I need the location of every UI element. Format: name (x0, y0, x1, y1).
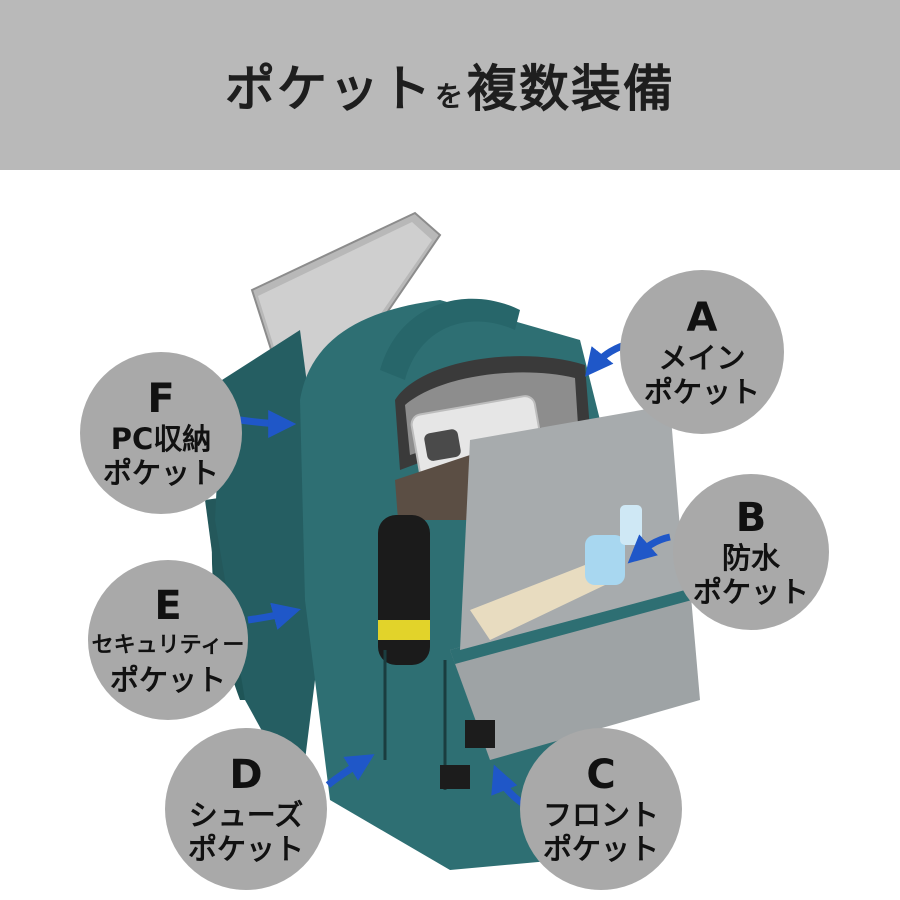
badge-shoes-pocket: D シューズ ポケット (165, 728, 327, 890)
badge-letter: D (229, 752, 263, 798)
badge-security-pocket: E セキュリティー ポケット (88, 560, 248, 720)
badge-line2: ポケット (109, 663, 226, 697)
badge-line2: ポケット (692, 575, 809, 609)
badge-front-pocket: C フロント ポケット (520, 728, 682, 890)
title-part1: ポケット (224, 60, 433, 118)
badge-letter: A (686, 295, 718, 341)
badge-line1: PC収納 (110, 422, 212, 456)
badge-waterproof-pocket: B 防水 ポケット (673, 474, 829, 630)
front-flap-open (450, 585, 700, 760)
badge-letter: B (735, 495, 767, 541)
front-pocket-lining (460, 405, 685, 650)
badge-line1: シューズ (188, 798, 304, 832)
backpack-photo (205, 211, 700, 870)
folded-umbrella (378, 515, 430, 665)
badge-line2: ポケット (102, 456, 219, 490)
badge-line1: セキュリティー (91, 633, 245, 658)
badge-letter: F (147, 376, 175, 422)
side-buckle (465, 720, 495, 748)
badge-line2: ポケット (542, 832, 659, 866)
towel (470, 565, 605, 640)
badge-line2: ポケット (187, 832, 304, 866)
top-handle (380, 298, 520, 380)
side-buckle-2 (440, 765, 470, 789)
header-banner: ポケット を 複数装備 (0, 0, 900, 170)
title-part2: 複数装備 (467, 60, 675, 118)
badge-main-pocket: A メイン ポケット (620, 270, 784, 434)
badge-line1: 防水 (721, 541, 780, 575)
front-flap-edge (450, 585, 692, 664)
page-title: ポケット を 複数装備 (225, 49, 675, 121)
badge-line2: ポケット (643, 375, 760, 409)
badge-letter: E (154, 583, 182, 629)
title-connector: を (434, 80, 465, 113)
badge-letter: C (586, 752, 616, 798)
badge-line1: フロント (542, 798, 659, 832)
badge-line1: メイン (658, 341, 746, 375)
badge-pc-pocket: F PC収納 ポケット (80, 352, 242, 514)
